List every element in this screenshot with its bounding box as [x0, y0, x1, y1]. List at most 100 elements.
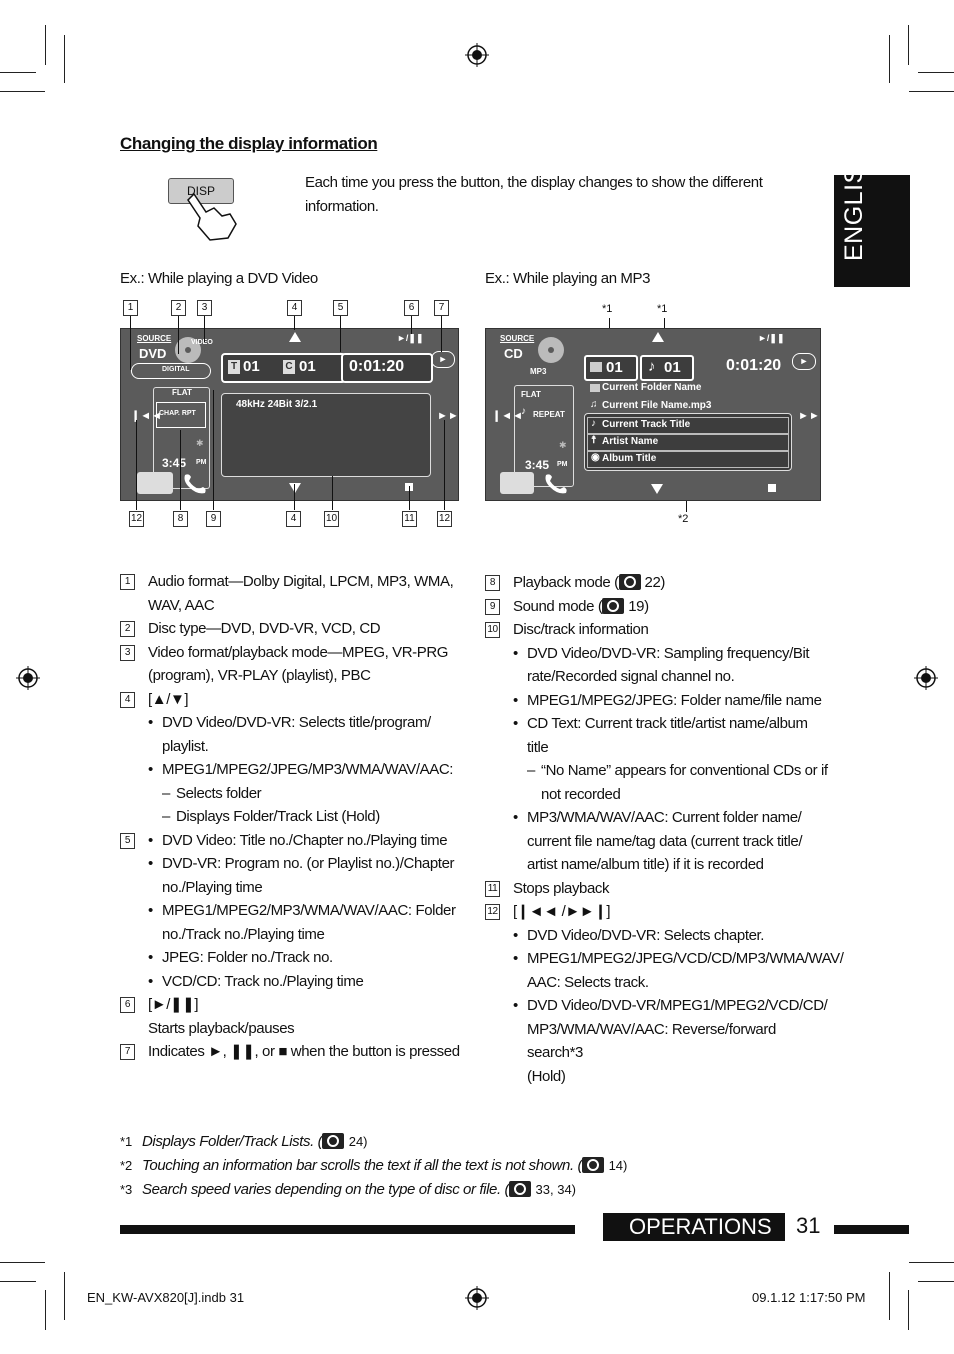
bluetooth-icon: ✱	[559, 440, 567, 450]
bullet-text: artist name/album title) if it is record…	[527, 856, 764, 873]
track-number-box[interactable]: ♪ 01	[640, 355, 694, 381]
file-icon: ♫	[590, 399, 598, 410]
chapter-badge: C	[283, 360, 295, 374]
right-item-list: 8 Playback mode ( 22) 9 Sound mode ( 19)…	[485, 571, 844, 1088]
leader-line	[411, 316, 412, 334]
disc-icon	[538, 337, 564, 363]
footnote-marker: *1	[120, 1134, 133, 1149]
playback-mode: CHAP. RPT	[159, 410, 196, 417]
source-label: SOURCE	[500, 334, 535, 343]
item-10: 10 Disc/track information DVD Video/DVD-…	[485, 618, 830, 877]
stop-button-icon[interactable]	[768, 484, 776, 492]
phone-icon[interactable]	[181, 471, 209, 495]
bullet-text: (Hold)	[527, 1067, 566, 1085]
print-date-info: 09.1.12 1:17:50 PM	[752, 1290, 866, 1305]
crop-mark	[918, 1281, 954, 1282]
registration-mark-icon	[16, 666, 40, 690]
bullet-text: no./Playing time	[162, 878, 263, 896]
item-number: 2	[120, 621, 135, 637]
down-arrow-icon[interactable]	[651, 484, 663, 494]
left-item-list: 1 Audio format—Dolby Digital, LPCM, MP3,…	[120, 570, 460, 1064]
callout-number: 7	[434, 300, 449, 316]
tag-info-box[interactable]: ♪ Current Track Title ☨ Artist Name ◉ Al…	[584, 413, 792, 471]
bullet-text: DVD Video: Title no./Chapter no./Playing…	[148, 829, 460, 853]
disp-button-illustration: DISP	[168, 178, 234, 204]
settings-icon[interactable]	[137, 472, 173, 494]
bullet-text: MPEG1/MPEG2/MP3/WMA/WAV/AAC: Folder	[162, 902, 456, 919]
bullet-text: MPEG1/MPEG2/JPEG/VCD/CD/MP3/WMA/WAV/	[527, 950, 844, 967]
play-pause-icon[interactable]: ►/❚❚	[758, 333, 785, 343]
track-title-bar[interactable]: ♪ Current Track Title	[587, 417, 789, 434]
bullet-text: MPEG1/MPEG2/JPEG: Folder name/file name	[513, 689, 830, 713]
folder-icon	[590, 362, 602, 372]
crop-mark	[889, 35, 890, 83]
item-number: 12	[485, 904, 500, 920]
dash-text: Selects folder	[162, 782, 460, 806]
title-number: 01	[243, 358, 260, 375]
bullet-text: VCD/CD: Track no./Playing time	[148, 970, 460, 994]
album-icon: ◉	[591, 452, 600, 463]
track-number: 01	[664, 359, 681, 376]
bullet-text: JPEG: Folder no./Track no.	[148, 946, 460, 970]
leader-line	[294, 316, 295, 330]
dash-text: not recorded	[541, 785, 621, 803]
settings-icon[interactable]	[500, 472, 534, 494]
bullet-text: playlist.	[162, 737, 209, 755]
callout-number: 12	[129, 511, 144, 527]
phone-icon[interactable]	[542, 471, 570, 495]
note-icon: ♪	[648, 358, 656, 375]
footnote-text: Touching an information bar scrolls the …	[142, 1157, 583, 1174]
mp3-screen: SOURCE CD MP3 ►/❚❚ 01 ♪ 01 0:01:20 ► FLA…	[485, 328, 829, 501]
leader-line	[178, 316, 179, 354]
item-text: Starts playback/pauses	[148, 1019, 295, 1037]
callout-number: 2	[171, 300, 186, 316]
dash-text: “No Name” appears for conventional CDs o…	[541, 762, 828, 779]
audio-format-indicator: DIGITAL	[131, 363, 211, 379]
item-text: Sound mode (	[513, 597, 603, 615]
info-display[interactable]: 48kHz 24Bit 3/2.1	[221, 393, 431, 477]
audio-format-label: DIGITAL	[162, 366, 190, 373]
artist-bar[interactable]: ☨ Artist Name	[587, 434, 789, 451]
album-bar[interactable]: ◉ Album Title	[587, 451, 789, 468]
item-8: 8 Playback mode ( 22)	[485, 571, 830, 595]
prev-button-icon[interactable]: ❙◄◄	[492, 410, 523, 422]
item-number: 8	[485, 575, 500, 591]
bullet-text: rate/Recorded signal channel no.	[527, 668, 735, 685]
up-arrow-icon[interactable]	[289, 332, 301, 342]
page-reference: 19)	[628, 597, 649, 615]
dvd-example-caption: Ex.: While playing a DVD Video	[120, 270, 318, 287]
playback-info-box: T 01 C 01	[221, 353, 346, 383]
callout-number: 12	[437, 511, 452, 527]
play-indicator-icon: ►	[792, 353, 816, 370]
playback-mode-box[interactable]: CHAP. RPT	[156, 402, 206, 428]
crop-mark	[64, 35, 65, 83]
down-arrow-icon[interactable]	[289, 483, 301, 493]
item-text: Disc/track information	[513, 621, 649, 638]
callout-number: 8	[173, 511, 188, 527]
item-text: WAV, AAC	[148, 596, 215, 614]
prev-button-icon[interactable]: ❙◄◄	[131, 410, 162, 422]
dash-text: Displays Folder/Track List (Hold)	[162, 805, 460, 829]
intro-line: Each time you press the button, the disp…	[305, 174, 763, 191]
leader-line	[444, 420, 445, 510]
item-6: 6 [►/❚❚]Starts playback/pauses	[120, 993, 460, 1040]
callout-number: 1	[123, 300, 138, 316]
callout-number: 4	[287, 300, 302, 316]
item-text: Stops playback	[513, 879, 610, 897]
dvd-screen: SOURCE DVD VIDEO DIGITAL T 01 C 01 0:01:…	[120, 328, 468, 501]
item-7: 7 Indicates ►, ❚❚, or ■ when the button …	[120, 1040, 460, 1064]
track-title: Current Track Title	[602, 419, 691, 430]
person-icon: ☨	[591, 435, 597, 446]
footnote-text: Displays Folder/Track Lists. (	[142, 1133, 323, 1150]
item-1: 1 Audio format—Dolby Digital, LPCM, MP3,…	[120, 570, 460, 617]
folder-number-box[interactable]: 01	[584, 355, 638, 381]
section-heading: Changing the display information	[120, 134, 378, 153]
next-button-icon[interactable]: ►►❙	[798, 410, 829, 422]
video-format: VIDEO	[191, 339, 213, 346]
up-arrow-icon[interactable]	[652, 332, 664, 342]
play-pause-icon[interactable]: ►/❚❚	[397, 333, 424, 343]
next-button-icon[interactable]: ►►❙	[437, 410, 468, 422]
